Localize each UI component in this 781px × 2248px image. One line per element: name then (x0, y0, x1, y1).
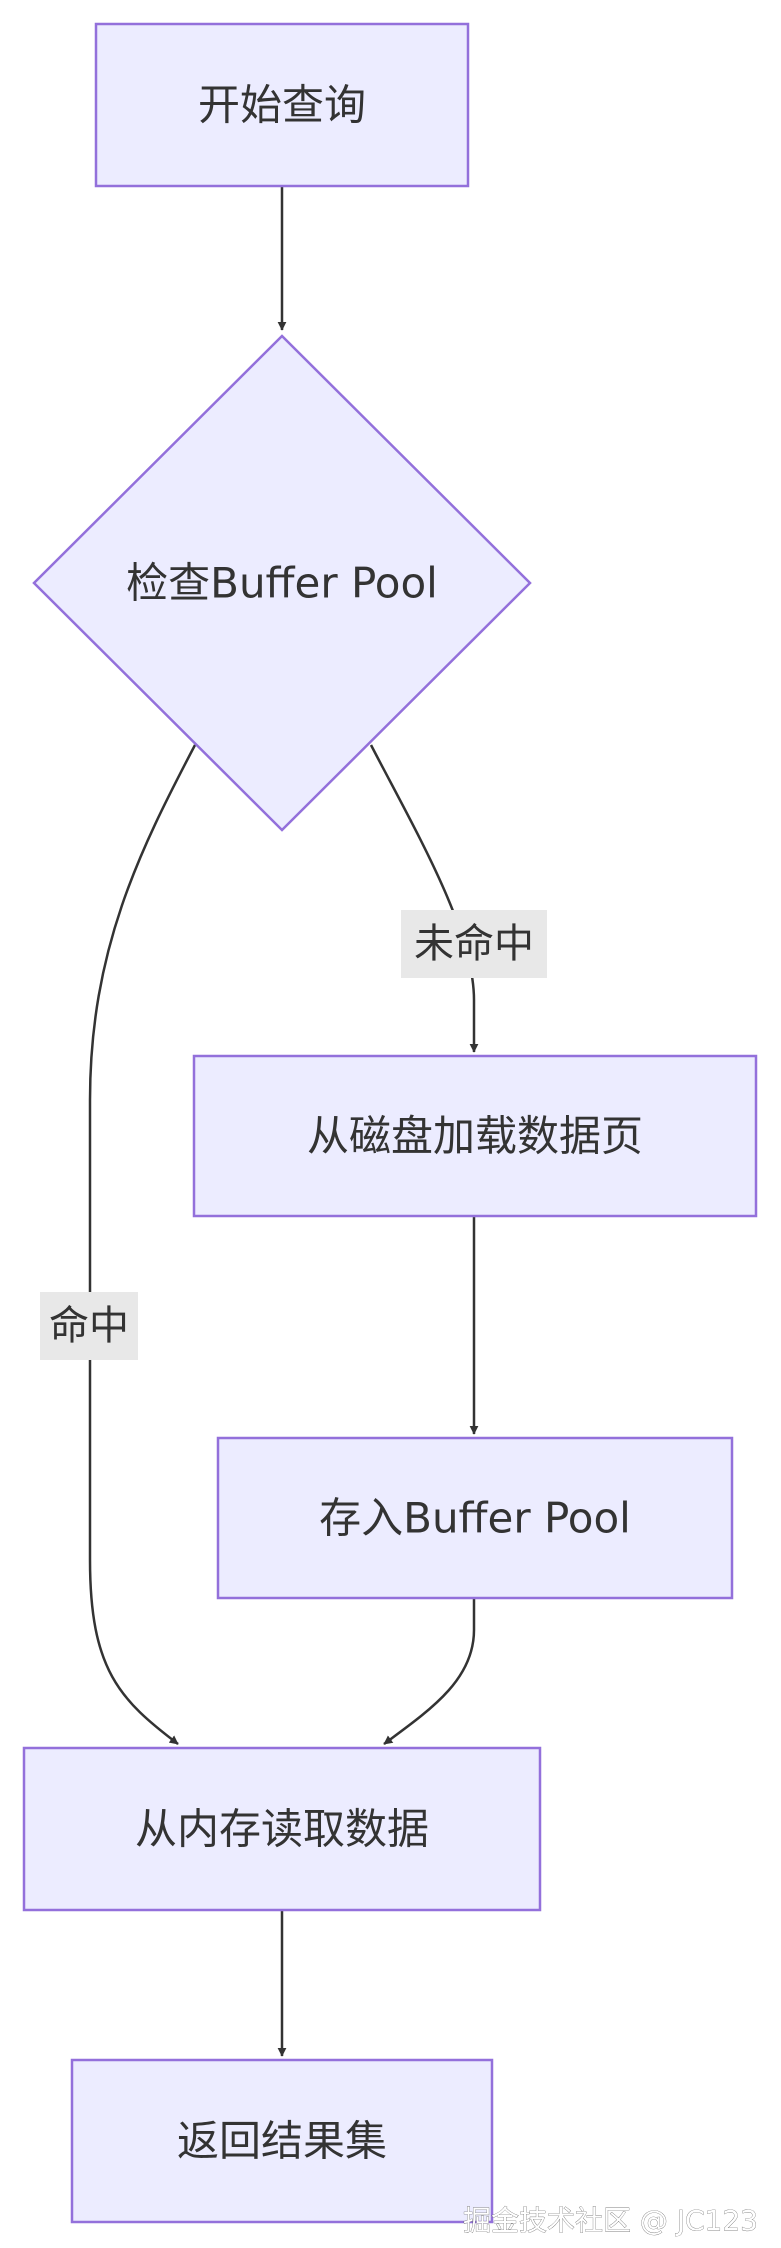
edge-label-miss-bg (401, 910, 547, 978)
node-check-label: 检查Buffer Pool (126, 559, 438, 608)
node-read: 从内存读取数据 (22, 1746, 542, 1912)
node-read-label: 从内存读取数据 (135, 1805, 429, 1854)
node-start-label: 开始查询 (198, 81, 366, 130)
node-return: 返回结果集 (70, 2058, 494, 2224)
edges (88, 186, 479, 2057)
node-start: 开始查询 (94, 22, 470, 188)
node-return-box (70, 2058, 494, 2224)
node-check-diamond (32, 334, 532, 832)
edge-label-hit: 命中 (40, 1292, 138, 1360)
node-load: 从磁盘加载数据页 (192, 1054, 758, 1218)
node-store: 存入Buffer Pool (216, 1436, 734, 1600)
node-store-box (216, 1436, 734, 1600)
edge-label-miss-text: 未命中 (414, 921, 534, 967)
edge-label-hit-text: 命中 (49, 1303, 129, 1349)
node-start-box (94, 22, 470, 188)
edge-label-hit-bg (40, 1292, 138, 1360)
node-store-label: 存入Buffer Pool (319, 1494, 631, 1543)
edge-check-to-load (369, 744, 479, 1053)
node-return-label: 返回结果集 (177, 2117, 387, 2166)
node-load-box (192, 1054, 758, 1218)
watermark-text: 掘金技术社区 @ JC123 (463, 2204, 758, 2237)
edge-store-to-read (383, 1596, 476, 1746)
node-load-label: 从磁盘加载数据页 (307, 1112, 643, 1161)
edge-label-miss: 未命中 (401, 910, 547, 978)
node-read-box (22, 1746, 542, 1912)
node-check: 检查Buffer Pool (32, 334, 532, 832)
edge-check-to-read (88, 744, 197, 1745)
